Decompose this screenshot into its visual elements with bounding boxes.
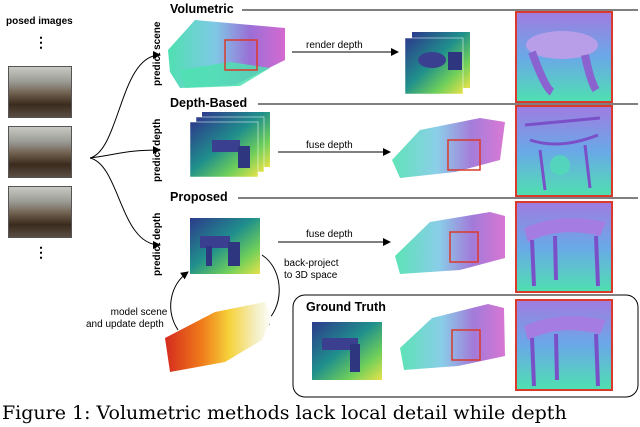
- posed-image-1: [8, 66, 72, 118]
- ground-truth-zoom: [515, 299, 613, 391]
- fuse-depth-label-2: fuse depth: [306, 229, 353, 240]
- depth-based-fused-mesh: [392, 118, 505, 178]
- back-project-label-2: to 3D space: [284, 270, 338, 281]
- ellipsis-top: ⋮: [34, 34, 48, 50]
- fuse-depth-label-1: fuse depth: [306, 140, 353, 151]
- predict-scene-label: predict scene: [152, 21, 163, 86]
- proposed-zoom-result: [515, 201, 613, 293]
- back-project-label-1: back-project: [284, 258, 339, 269]
- depth-based-heading: Depth-Based: [170, 96, 248, 110]
- ground-truth-box: [292, 294, 639, 398]
- proposed-heading: Proposed: [170, 190, 228, 204]
- volumetric-zoom-result: [515, 11, 613, 103]
- render-depth-label: render depth: [306, 40, 363, 51]
- predict-depth-label-2: predict depth: [152, 212, 163, 276]
- posed-image-2: [8, 126, 72, 178]
- volumetric-depth-render: [404, 32, 470, 95]
- branch-arrow-volumetric: [89, 51, 161, 159]
- volumetric-heading: Volumetric: [170, 2, 234, 16]
- ground-truth-mesh: [400, 304, 505, 370]
- figure-caption: Figure 1: Volumetric methods lack local …: [2, 402, 567, 424]
- proposed-fused-mesh: [395, 212, 505, 274]
- model-scene-label-1: model scene: [110, 307, 168, 318]
- ellipsis-bottom: ⋮: [34, 244, 48, 260]
- ground-truth-heading: Ground Truth: [306, 300, 386, 314]
- volumetric-scene-mesh: [168, 20, 285, 88]
- ground-truth-depth: [312, 322, 382, 380]
- depth-based-predicted-depth: [189, 112, 270, 178]
- depth-based-zoom-result: [515, 105, 613, 197]
- model-scene-label-2: and update depth: [86, 319, 164, 330]
- posed-images-title: posed images: [6, 16, 73, 27]
- branch-arrow-depth: [89, 146, 161, 159]
- point-cloud-model: [165, 302, 272, 372]
- proposed-predicted-depth: [190, 218, 260, 274]
- predict-depth-label-1: predict depth: [152, 118, 163, 182]
- branch-arrow-proposed: [89, 157, 161, 249]
- posed-image-3: [8, 186, 72, 238]
- model-scene-arrow: [170, 271, 189, 331]
